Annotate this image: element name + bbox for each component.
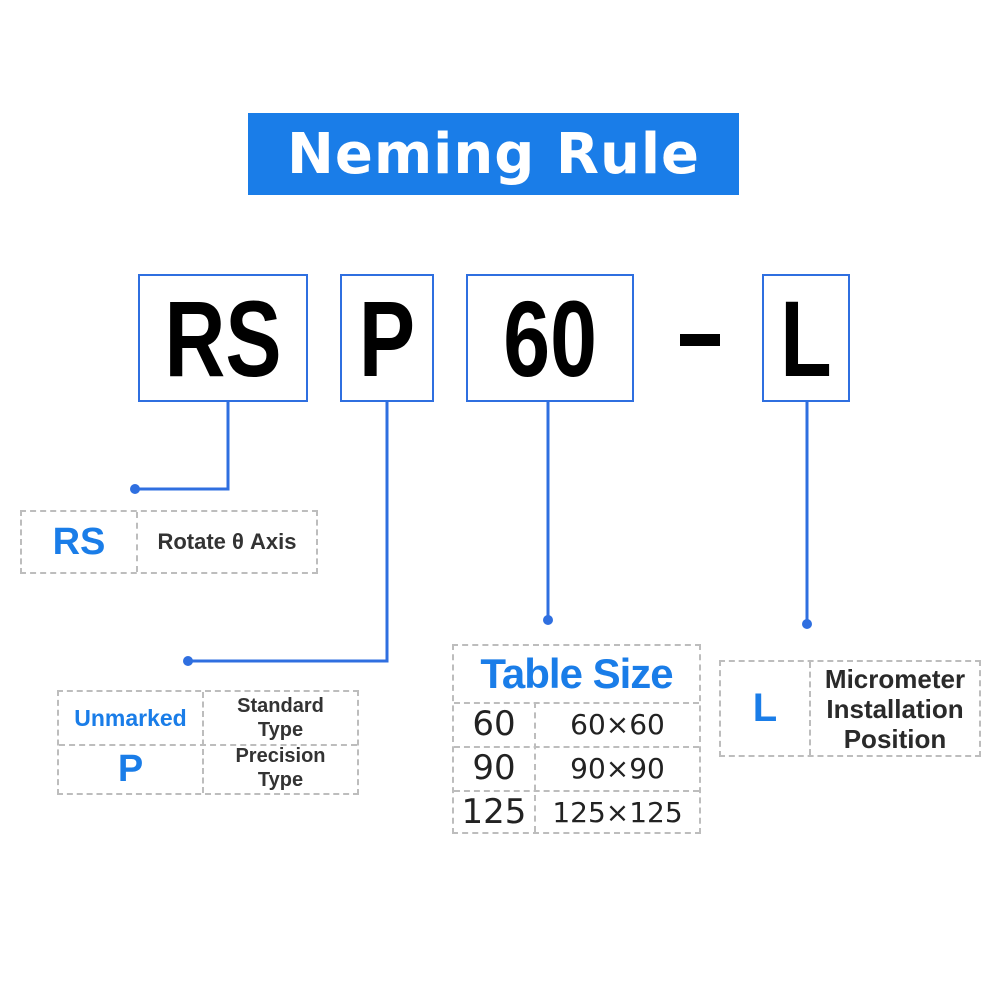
connector-dot-rs bbox=[130, 484, 140, 494]
size-row-1-desc: 60×60 bbox=[570, 707, 665, 741]
code-dash bbox=[680, 334, 720, 346]
precision-row-divider bbox=[59, 744, 357, 746]
code-60-text: 60 bbox=[503, 277, 597, 399]
size-col-divider bbox=[534, 702, 536, 832]
precision-row-2-key: P bbox=[117, 748, 144, 790]
code-rs-text: RS bbox=[164, 277, 282, 399]
rs-table-key: RS bbox=[52, 520, 106, 563]
code-p-text: P bbox=[358, 277, 416, 399]
connector-dot-p bbox=[183, 656, 193, 666]
size-row-1-key: 60 bbox=[472, 704, 516, 744]
rs-table-divider bbox=[136, 512, 138, 572]
size-table-header: Table Size bbox=[480, 650, 673, 697]
size-table: Table Size 60 60×60 90 90×90 125 125×125 bbox=[452, 644, 701, 834]
connector-dot-60 bbox=[543, 615, 553, 625]
precision-row-1-desc: Standard Type bbox=[237, 695, 324, 741]
size-row-3-key: 125 bbox=[461, 792, 527, 832]
l-table-divider bbox=[809, 662, 811, 755]
rs-table-desc: Rotate θ Axis bbox=[157, 529, 297, 554]
code-box-p: P bbox=[340, 274, 434, 402]
size-row-2-desc: 90×90 bbox=[570, 751, 665, 785]
code-l-text: L bbox=[780, 277, 832, 399]
precision-row-2-desc: Precision Type bbox=[235, 744, 326, 791]
l-table-key: L bbox=[752, 686, 778, 730]
size-row-divider-1 bbox=[454, 746, 699, 748]
size-row-3-desc: 125×125 bbox=[552, 795, 683, 829]
precision-table: Unmarked Standard Type P Precision Type bbox=[57, 690, 359, 795]
connector-dot-l bbox=[802, 619, 812, 629]
size-row-2-key: 90 bbox=[472, 748, 516, 788]
precision-row-1-key: Unmarked bbox=[74, 704, 187, 731]
connector-p bbox=[188, 402, 389, 663]
size-header-divider bbox=[454, 702, 699, 704]
rs-table: RS Rotate θ Axis bbox=[20, 510, 318, 574]
size-row-divider-2 bbox=[454, 790, 699, 792]
code-box-60: 60 bbox=[466, 274, 634, 402]
precision-col-divider bbox=[202, 692, 204, 793]
code-box-rs: RS bbox=[138, 274, 308, 402]
code-box-l: L bbox=[762, 274, 850, 402]
page-title: Neming Rule bbox=[248, 113, 739, 195]
l-table-desc: Micrometer Installation Position bbox=[824, 663, 966, 754]
l-table: L Micrometer Installation Position bbox=[719, 660, 981, 757]
connector-rs bbox=[135, 402, 230, 491]
